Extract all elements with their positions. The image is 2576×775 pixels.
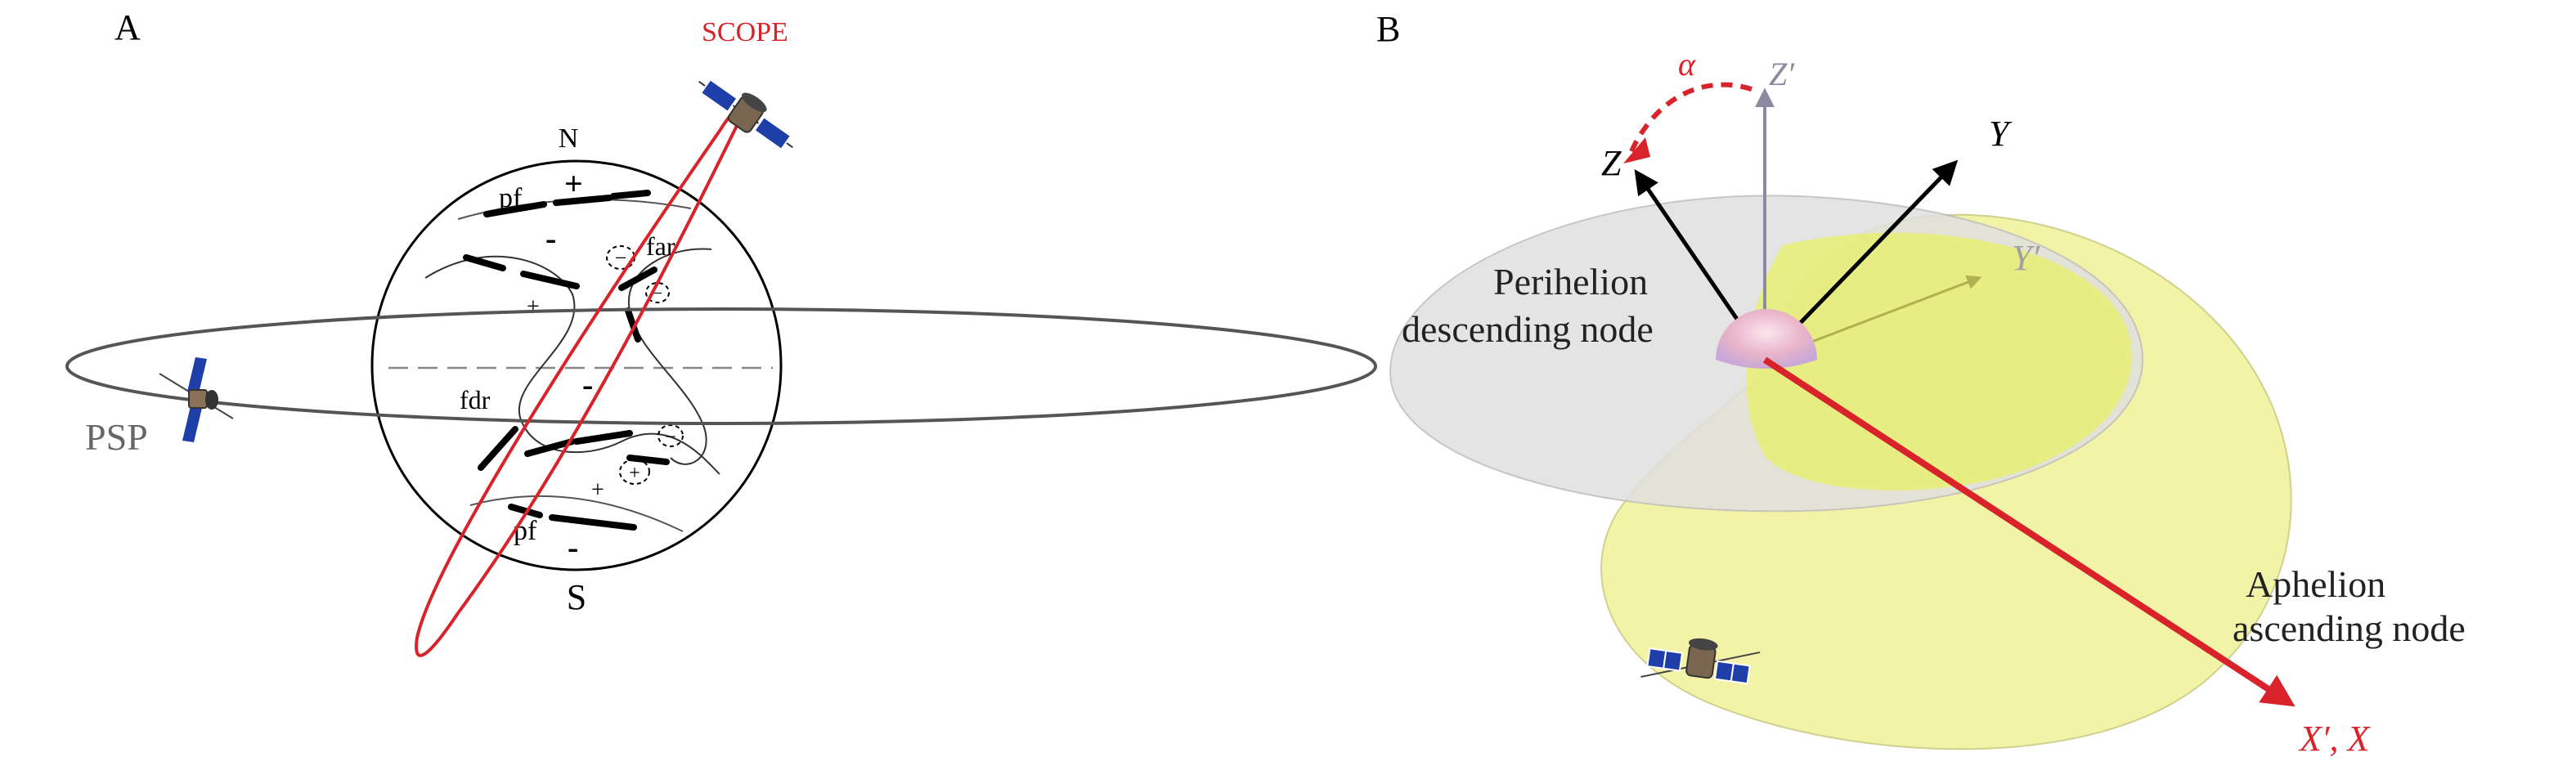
- circled-sign-4: +: [619, 459, 650, 485]
- polarity-segments: [463, 190, 670, 531]
- pf-bottom-label: pf: [514, 516, 537, 546]
- north-label: N: [559, 123, 579, 154]
- panel-b: B α Z′ Z Y Y′ X′, X Perihelion descendin…: [1376, 9, 2466, 759]
- panel-b-label: B: [1376, 9, 1400, 49]
- overlap-region: [1746, 232, 2132, 491]
- alpha-arc: [1629, 82, 1760, 153]
- aphelion-line2: ascending node: [2233, 607, 2466, 649]
- sign-north-plus: +: [564, 165, 583, 202]
- svg-text:−: −: [615, 246, 627, 270]
- x-axis: [1762, 356, 2296, 707]
- scope-orbit: [415, 96, 752, 657]
- sun-sphere: [370, 159, 783, 571]
- fdr-label: fdr: [460, 385, 491, 414]
- sign-mid-minus: -: [582, 366, 593, 403]
- sign-south-plus: +: [591, 477, 604, 503]
- scope-label: SCOPE: [702, 17, 788, 47]
- panel-a-label: A: [114, 7, 141, 47]
- sign-mid-plus: +: [527, 294, 540, 320]
- z-prime-label: Z′: [1769, 56, 1795, 92]
- neutral-line-left: [424, 255, 720, 475]
- z-label: Z: [1601, 143, 1622, 183]
- alpha-label: α: [1678, 46, 1696, 83]
- svg-text:+: +: [629, 463, 640, 484]
- south-boundary: [469, 495, 684, 532]
- circled-sign-3: −: [657, 424, 684, 448]
- psp-label: PSP: [85, 416, 148, 458]
- aphelion-line1: Aphelion: [2246, 563, 2385, 605]
- scope-spacecraft-b: [1640, 638, 1761, 685]
- psp-orbit: [65, 307, 1377, 425]
- svg-text:−: −: [665, 427, 676, 448]
- panel-a: A + - + - +: [65, 7, 1377, 657]
- psp-spacecraft: [159, 357, 234, 442]
- perihelion-line2: descending node: [1402, 308, 1654, 350]
- sign-north-minus: -: [545, 220, 556, 257]
- pf-top-label: pf: [499, 183, 523, 213]
- sign-south-minus: -: [568, 529, 578, 566]
- y-prime-label: Y′: [2012, 238, 2040, 278]
- perihelion-line1: Perihelion: [1493, 261, 1648, 302]
- alpha-arrowhead: [1623, 137, 1650, 164]
- scope-spacecraft: [698, 78, 793, 150]
- y-label: Y: [1989, 114, 2013, 154]
- neutral-line-right: [627, 248, 712, 465]
- south-label: S: [567, 577, 586, 617]
- x-label: X′, X: [2298, 719, 2372, 759]
- sun-hemisphere: [1716, 309, 1817, 369]
